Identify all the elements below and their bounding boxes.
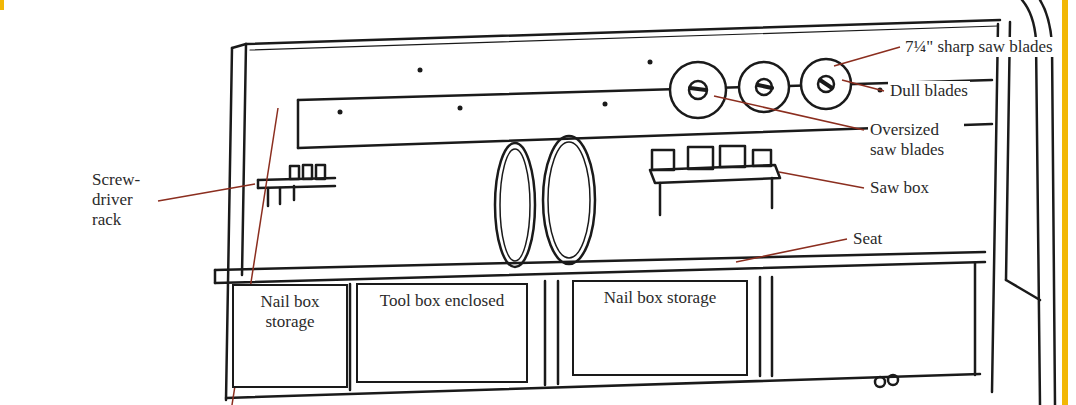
callout-label: Seat — [851, 229, 884, 249]
sketch-lines — [215, 0, 1055, 405]
callout-label: Screw- driver rack — [90, 170, 156, 230]
storage-box: Nail box storage — [572, 280, 748, 376]
nail-heads — [338, 60, 883, 115]
storage-box: Tool box enclosed — [356, 283, 528, 383]
page-border — [1062, 0, 1068, 405]
box-label: Tool box enclosed — [358, 285, 526, 317]
callout-label: Oversized saw blades — [868, 120, 964, 160]
storage-box: Nail box storage — [232, 284, 348, 388]
callout-label: Saw box — [868, 178, 931, 198]
box-label: Nail box storage — [234, 286, 346, 338]
box-label: Nail box storage — [574, 282, 746, 314]
leader-lines — [158, 47, 900, 405]
callout-label: 7¼" sharp saw blades — [903, 37, 1055, 57]
page-border — [0, 0, 4, 10]
callout-label: Dull blades — [888, 81, 970, 101]
